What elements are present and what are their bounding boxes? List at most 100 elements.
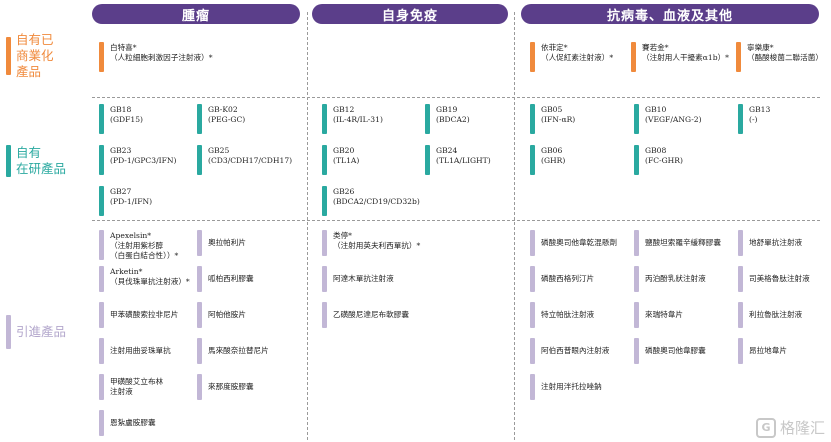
licensed-label: 鹽酸坦索羅辛緩釋膠囊	[645, 238, 721, 247]
licensed-label: 地舒單抗注射液	[749, 238, 803, 247]
category-pipeline-label: 自有 在研產品	[16, 145, 67, 176]
licensed-label: 馬來酸奈拉替尼片	[208, 346, 269, 355]
pipeline-label: GB20 (TL1A)	[333, 146, 360, 165]
watermark-text: 格隆汇	[779, 419, 825, 437]
licensed-item: 呱柏西利膠囊	[197, 266, 254, 292]
licensed-label: 磷酸西格列汀片	[541, 274, 595, 283]
licensed-label: 磷酸奧司他韋乾混懸劑	[541, 238, 617, 247]
licensed-item: 甲苯磺酸索拉非尼片	[99, 302, 178, 328]
licensed-item: 特立帕肽注射液	[530, 302, 594, 328]
licensed-item: 丙泊酚乳狀注射液	[634, 266, 706, 292]
licensed-item: 阿伯西普眼內注射液	[530, 338, 609, 364]
pipeline-item: GB18 (GDF15)	[99, 104, 143, 134]
licensed-item: 阿帕他胺片	[197, 302, 246, 328]
licensed-label: 阿伯西普眼內注射液	[541, 346, 610, 355]
licensed-item: 乙磺酸尼達尼布軟膠囊	[322, 302, 409, 328]
pipeline-label: GB24 (TL1A/LIGHT)	[436, 146, 491, 165]
licensed-label: 阿達木單抗注射液	[333, 274, 394, 283]
licensed-item: 恩紮盧胺膠囊	[99, 410, 156, 436]
product-item: 白特喜* （人粒細胞刺激因子注射液）*	[99, 42, 213, 72]
licensed-item: 利拉魯肽注射液	[738, 302, 802, 328]
licensed-label: 司美格魯肽注射液	[749, 274, 810, 283]
licensed-item: 注射用曲妥珠單抗	[99, 338, 171, 364]
pipeline-item: GB05 (IFN-αR)	[530, 104, 575, 134]
licensed-label: 來那度胺膠囊	[208, 382, 254, 391]
licensed-item: Apexelsin* （注射用紫杉醇 （白蛋白結合性））*	[99, 230, 178, 261]
pipeline-label: GB08 (FC-GHR)	[645, 146, 683, 165]
category-commercial-label: 自有已 商業化 產品	[16, 32, 54, 79]
separator-2	[92, 220, 820, 221]
pipeline-label: GB13 (-)	[749, 105, 771, 124]
pipeline-label: GB23 (PD-1/GPC3/IFN)	[110, 146, 177, 165]
pipeline-label: GB10 (VEGF/ANG-2)	[645, 105, 702, 124]
licensed-label: 注射用曲妥珠單抗	[110, 346, 171, 355]
header-autoimmune: 自身免疫	[312, 4, 508, 24]
product-label: 寧樂康* （酪酸梭菌二聯活菌）	[747, 43, 823, 62]
licensed-label: 來瑞特韋片	[645, 310, 683, 319]
pipeline-label: GB12 (IL-4R/IL-31)	[333, 105, 383, 124]
licensed-label: 利拉魯肽注射液	[749, 310, 803, 319]
licensed-item: 地舒單抗注射液	[738, 230, 802, 256]
licensed-item: Arketin* （貝伐珠單抗注射液）*	[99, 266, 190, 292]
pipeline-item: GB-K02 (PEG-GC)	[197, 104, 245, 134]
licensed-label: 类停* （注射用英夫利西單抗）*	[333, 231, 421, 250]
licensed-label: 注射用泮托拉唑鈉	[541, 382, 602, 391]
pipeline-label: GB05 (IFN-αR)	[541, 105, 576, 124]
pipeline-label: GB06 (GHR)	[541, 146, 566, 165]
column-divider-1	[307, 12, 308, 440]
pipeline-label: GB19 (BDCA2)	[436, 105, 470, 124]
separator-1	[92, 97, 820, 98]
product-item: 寧樂康* （酪酸梭菌二聯活菌）	[736, 42, 823, 72]
licensed-label: 丙泊酚乳狀注射液	[645, 274, 706, 283]
pipeline-item: GB23 (PD-1/GPC3/IFN)	[99, 145, 177, 175]
licensed-item: 甲磺酸艾立布林 注射液	[99, 374, 163, 400]
product-item: 依菲定* （人促紅素注射液）*	[530, 42, 613, 72]
pipeline-label: GB26 (BDCA2/CD19/CD32b)	[333, 187, 420, 206]
licensed-item: 昂拉地韋片	[738, 338, 787, 364]
category-commercial: 自有已 商業化 產品	[6, 32, 54, 79]
licensed-label: Arketin* （貝伐珠單抗注射液）*	[110, 267, 190, 286]
licensed-label: 呱柏西利膠囊	[208, 274, 254, 283]
pipeline-item: GB06 (GHR)	[530, 145, 565, 175]
licensed-label: 乙磺酸尼達尼布軟膠囊	[333, 310, 409, 319]
pipeline-item: GB25 (CD3/CDH17/CDH17)	[197, 145, 292, 175]
watermark: G 格隆汇	[755, 417, 825, 438]
column-divider-2	[514, 12, 515, 440]
pipeline-item: GB08 (FC-GHR)	[634, 145, 683, 175]
category-pipeline: 自有 在研產品	[6, 144, 66, 178]
licensed-item: 磷酸西格列汀片	[530, 266, 594, 292]
licensed-item: 磷酸奧司他韋膠囊	[634, 338, 706, 364]
licensed-item: 阿達木單抗注射液	[322, 266, 394, 292]
pipeline-item: GB19 (BDCA2)	[425, 104, 470, 134]
product-item: 賽若金* （注射用人干擾素α1b）*	[631, 42, 729, 72]
licensed-label: 恩紮盧胺膠囊	[110, 418, 156, 427]
product-label: 依菲定* （人促紅素注射液）*	[541, 43, 614, 62]
pipeline-item: GB20 (TL1A)	[322, 145, 359, 175]
pipeline-label: GB18 (GDF15)	[110, 105, 144, 124]
pipeline-item: GB27 (PD-1/IFN)	[99, 186, 152, 216]
licensed-label: Apexelsin* （注射用紫杉醇 （白蛋白結合性））*	[110, 231, 179, 260]
licensed-item: 來那度胺膠囊	[197, 374, 254, 400]
category-licensed: 引進產品	[6, 314, 66, 350]
product-label: 白特喜* （人粒細胞刺激因子注射液）*	[110, 43, 213, 62]
category-licensed-label: 引進產品	[16, 324, 67, 339]
header-other: 抗病毒、血液及其他	[521, 4, 819, 24]
licensed-label: 昂拉地韋片	[749, 346, 787, 355]
licensed-item: 馬來酸奈拉替尼片	[197, 338, 269, 364]
licensed-item: 注射用泮托拉唑鈉	[530, 374, 602, 400]
licensed-label: 阿帕他胺片	[208, 310, 246, 319]
header-oncology: 腫瘤	[92, 4, 300, 24]
pipeline-item: GB13 (-)	[738, 104, 770, 134]
licensed-label: 特立帕肽注射液	[541, 310, 595, 319]
product-label: 賽若金* （注射用人干擾素α1b）*	[642, 43, 729, 62]
pipeline-item: GB10 (VEGF/ANG-2)	[634, 104, 702, 134]
licensed-item: 來瑞特韋片	[634, 302, 683, 328]
pipeline-item: GB24 (TL1A/LIGHT)	[425, 145, 491, 175]
pipeline-label: GB25 (CD3/CDH17/CDH17)	[208, 146, 293, 165]
watermark-logo-icon: G	[755, 417, 776, 438]
licensed-label: 甲磺酸艾立布林 注射液	[110, 377, 164, 396]
licensed-item: 磷酸奧司他韋乾混懸劑	[530, 230, 617, 256]
licensed-label: 甲苯磺酸索拉非尼片	[110, 310, 179, 319]
licensed-label: 磷酸奧司他韋膠囊	[645, 346, 706, 355]
licensed-item: 司美格魯肽注射液	[738, 266, 810, 292]
